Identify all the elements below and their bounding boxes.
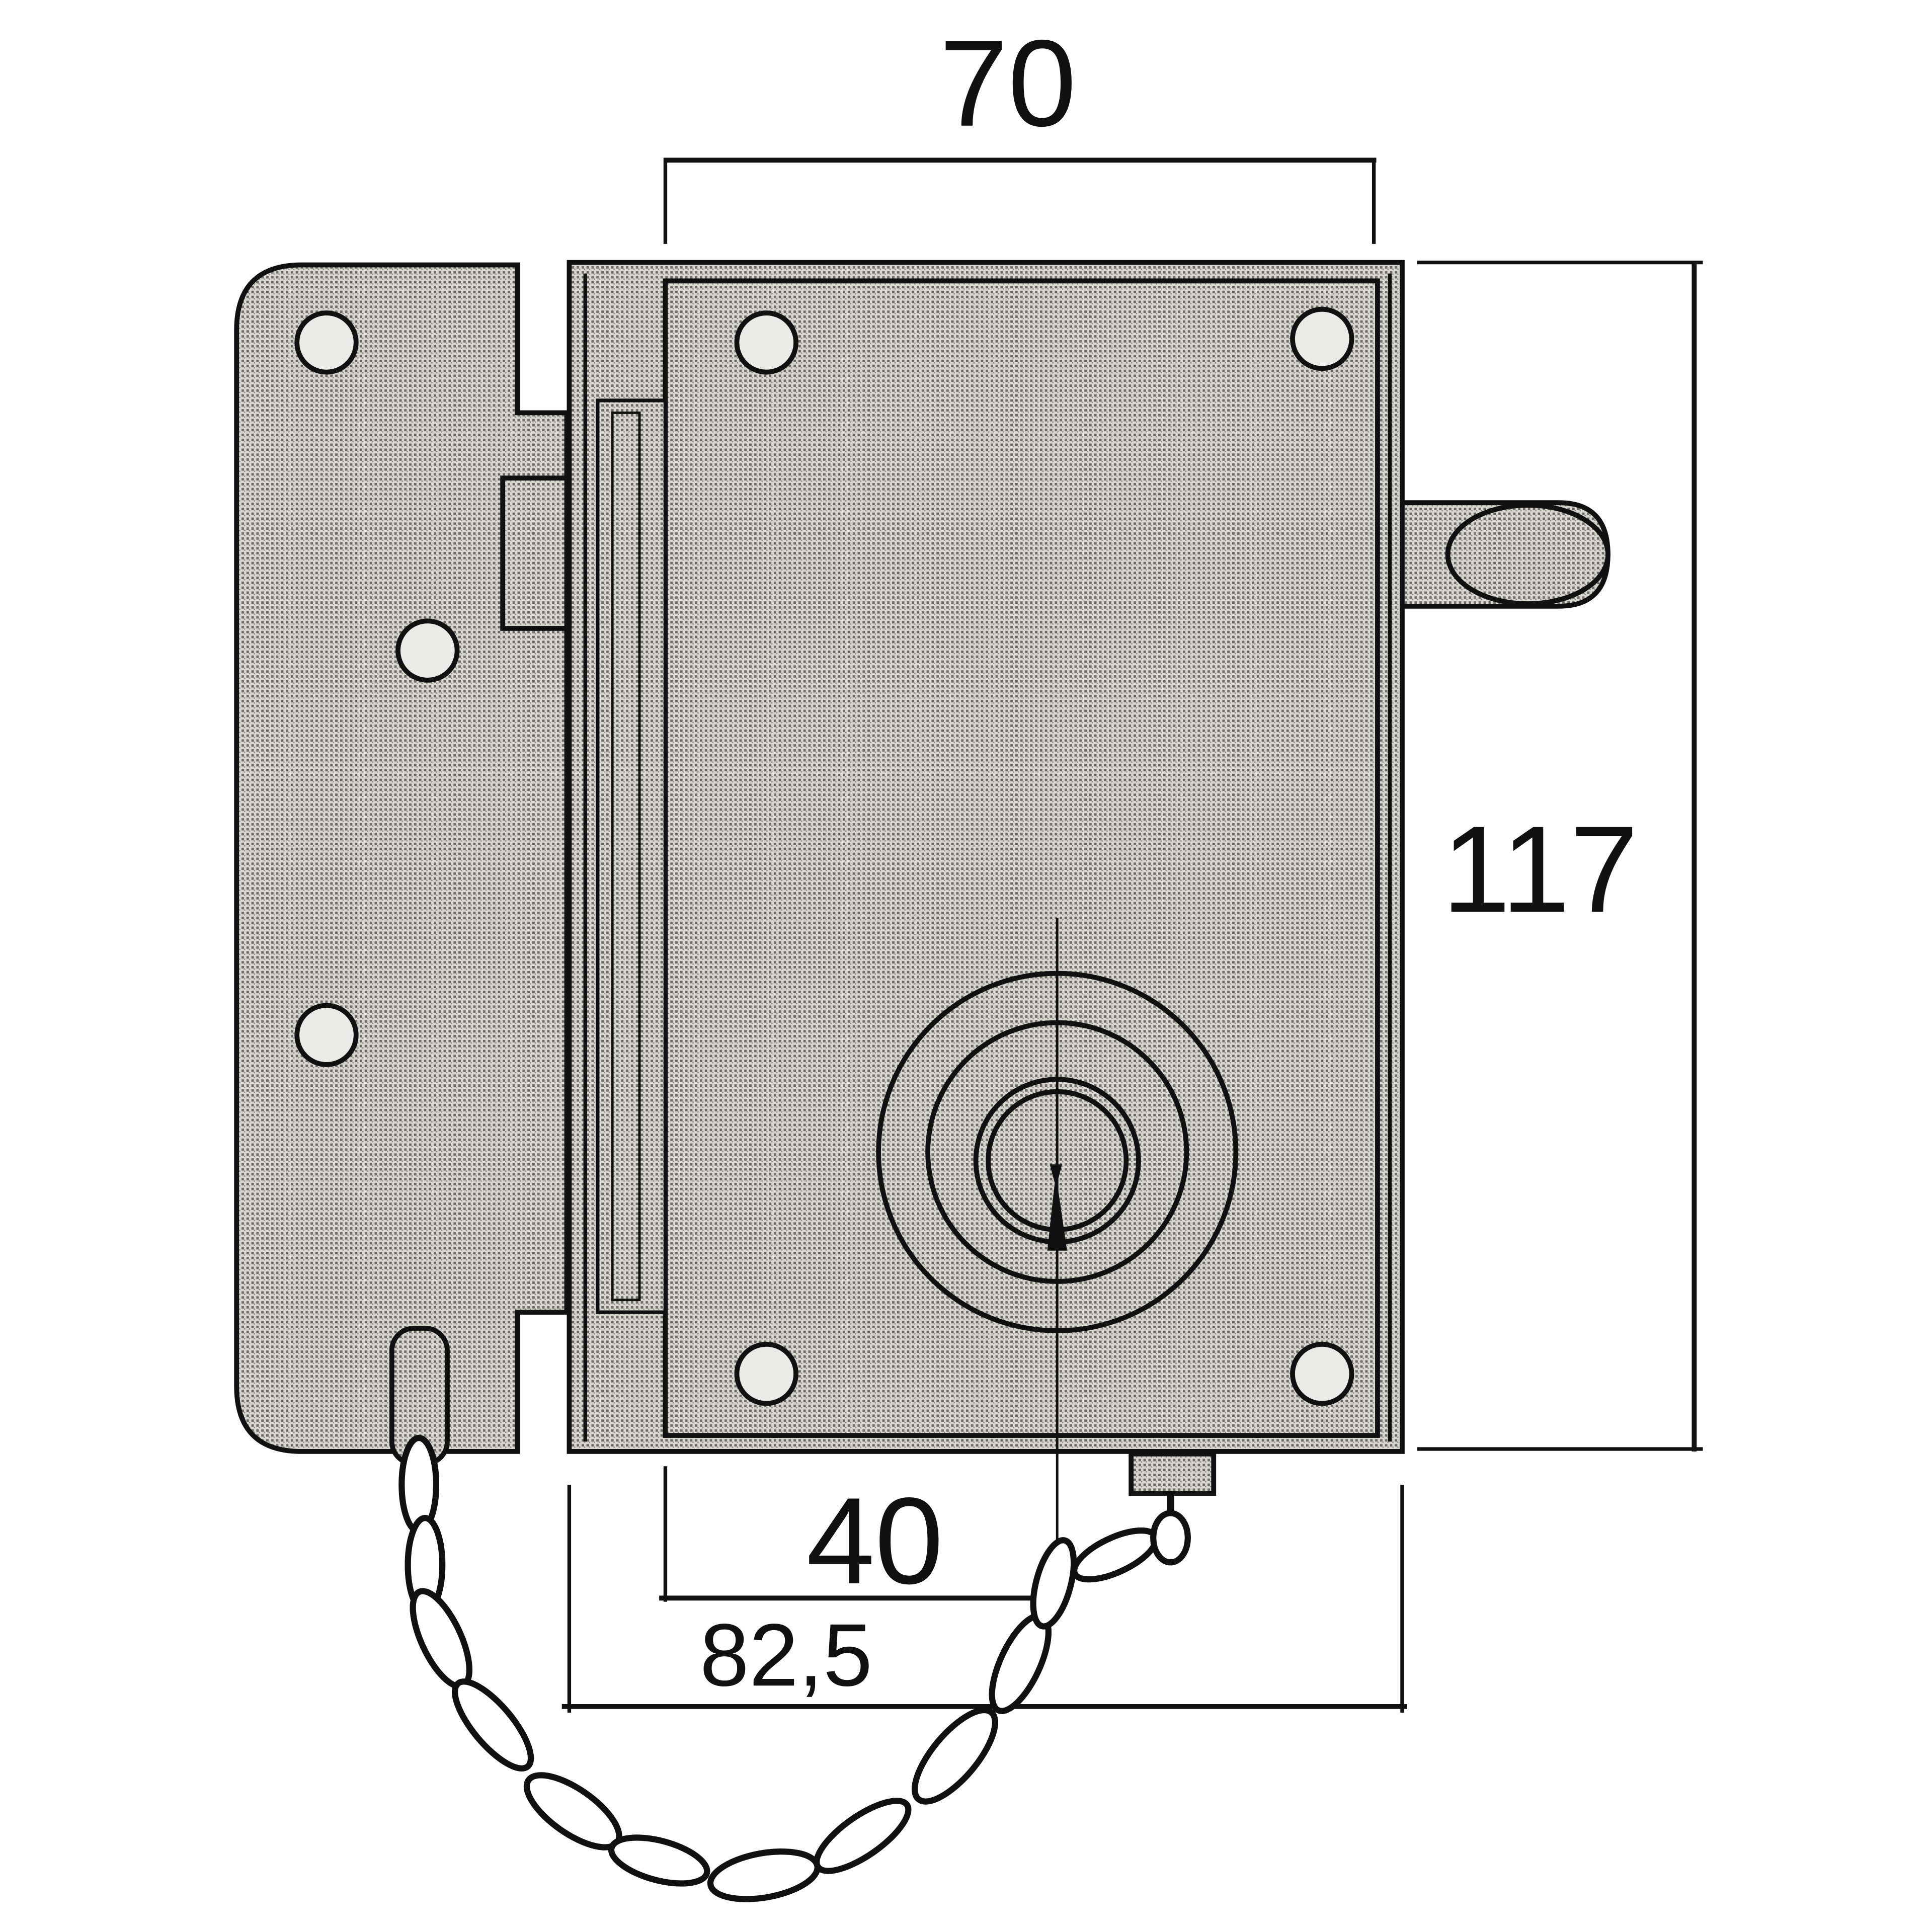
- screw-hole: [395, 618, 460, 683]
- dimension-label-40: 40: [807, 1472, 943, 1609]
- hinge-strip: [596, 398, 668, 1314]
- screw-hole: [734, 310, 798, 375]
- screw-hole: [1290, 1341, 1354, 1406]
- chain: [398, 1434, 1191, 1902]
- chain-catch: [1129, 1451, 1217, 1496]
- strike-tab: [500, 475, 570, 631]
- screw-hole: [294, 1003, 359, 1067]
- dimension-82-5: 82,5: [561, 1485, 1407, 1713]
- bolt-head: [1445, 503, 1611, 606]
- dimension-label-70: 70: [939, 14, 1076, 152]
- dimension-label-82-5: 82,5: [700, 1605, 872, 1705]
- screw-hole: [734, 1341, 798, 1406]
- lock-faceplate: [663, 278, 1380, 1438]
- strike-plate: [234, 262, 570, 1454]
- dimension-40: 40: [659, 1466, 1060, 1609]
- screw-hole: [294, 310, 359, 375]
- dimension-117: 117: [1417, 260, 1703, 1452]
- dimension-70: 70: [663, 14, 1377, 244]
- screw-hole: [1290, 306, 1354, 371]
- dimension-label-117: 117: [1442, 800, 1638, 938]
